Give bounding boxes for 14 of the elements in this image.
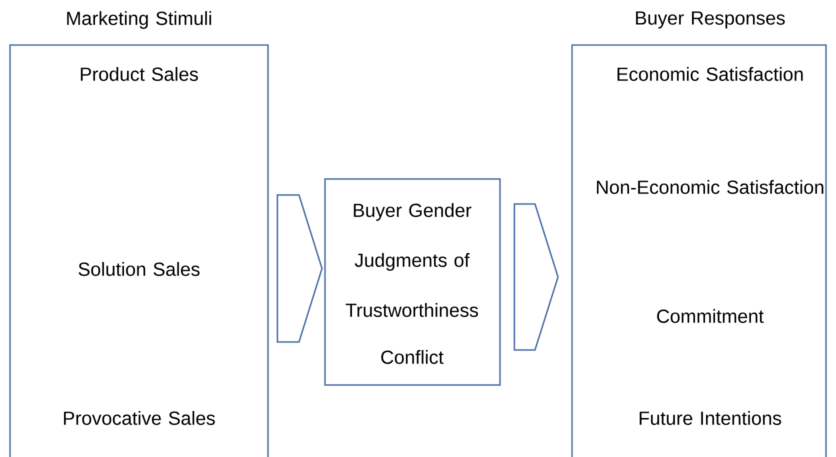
- item-label: Solution Sales: [78, 262, 200, 276]
- item-label: Judgments of Trustworthiness: [346, 253, 478, 317]
- item-label: Conflict: [381, 350, 444, 364]
- heading: Buyer Responses: [636, 12, 785, 28]
- item-label: Buyer Gender: [354, 203, 472, 221]
- item-label: Economic Satisfaction: [618, 67, 803, 81]
- item-label: Non-Economic Satisfaction: [596, 180, 824, 194]
- item-label: Future Intentions: [640, 411, 782, 425]
- chevron-arrow: [276, 194, 323, 343]
- item-label: Commitment: [657, 309, 764, 323]
- heading: Marketing Stimuli: [67, 11, 212, 29]
- item-label: Provocative Sales: [64, 411, 215, 425]
- chevron-arrow: [514, 203, 559, 351]
- item-label: Product Sales: [80, 67, 198, 81]
